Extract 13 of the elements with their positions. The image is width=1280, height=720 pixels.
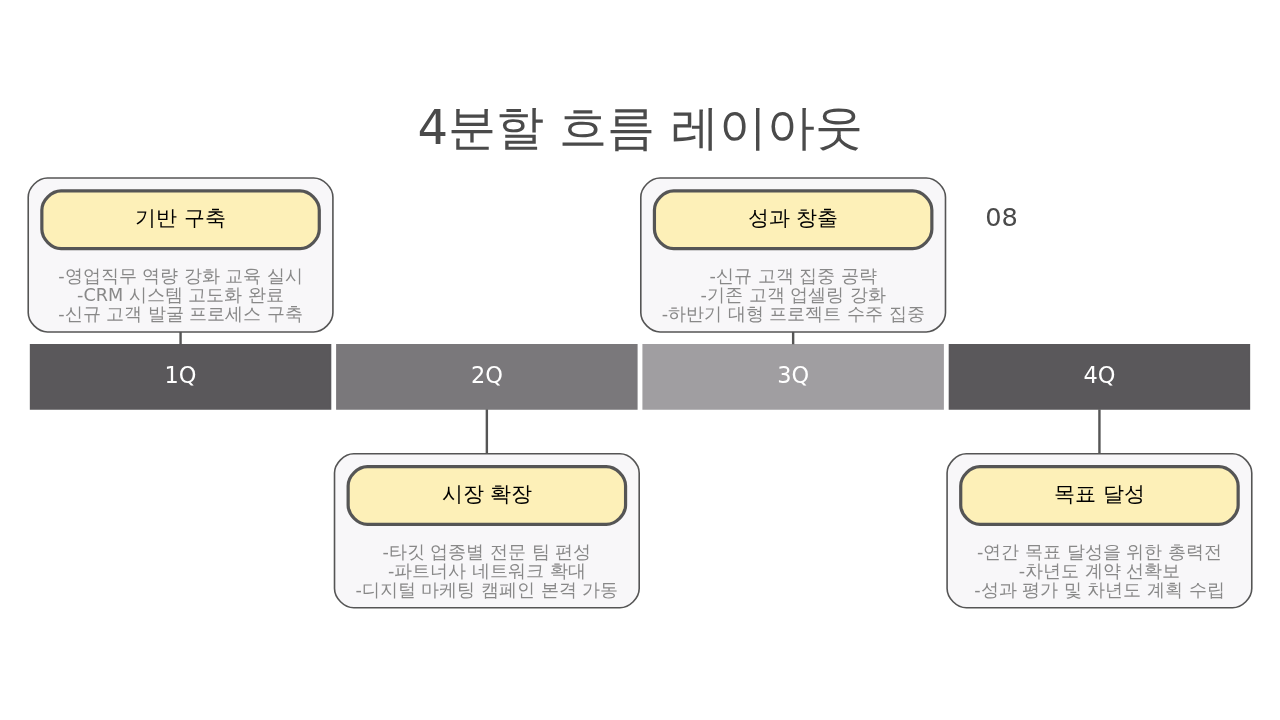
node-box: 4Q — [948, 343, 1251, 410]
diagram-title: 4분할 흐름 레이아웃 — [417, 99, 863, 156]
connector — [485, 409, 489, 454]
connector — [179, 331, 182, 345]
node-box: 시장 확장 — [346, 465, 628, 526]
label: 08 — [985, 201, 1018, 232]
node-box: 목표 달성 — [959, 465, 1240, 526]
node-box: 성과 창출 — [652, 189, 934, 251]
node-box: 2Q — [336, 343, 638, 410]
node-box: 3Q — [642, 343, 944, 410]
node-box: 1Q — [29, 343, 332, 410]
connector — [1098, 409, 1101, 454]
node-box: 기반 구축 — [40, 189, 321, 251]
